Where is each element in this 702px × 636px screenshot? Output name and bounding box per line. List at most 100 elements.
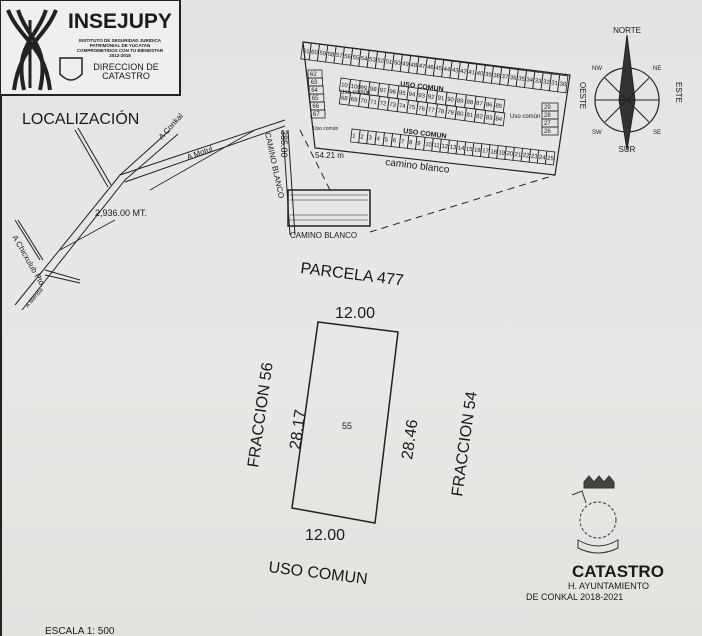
road-network (14, 119, 296, 311)
lot-number: 76 (418, 106, 426, 113)
lot-number: 12 (441, 144, 449, 151)
lot-number: 2 (360, 135, 365, 141)
uso-comun-area: Uso común (340, 90, 370, 96)
lot-number: 30 (559, 82, 567, 89)
width-label: 54.21 m (315, 151, 344, 160)
lot-number: 59 (319, 51, 327, 58)
institute-line: 2012-2018 (109, 53, 131, 58)
parcel-left-dimension: 28.17 (287, 408, 309, 450)
lot-number: 87 (476, 101, 484, 108)
lot-number: 38 (493, 73, 501, 80)
lot-number: 11 (433, 143, 441, 150)
lot-number: 35 (518, 76, 526, 83)
south-neighbor: USO COMUN (268, 559, 369, 588)
lot-number: 31 (551, 80, 559, 87)
lot-number: 16 (474, 147, 482, 154)
distance-label-2: 385.00 (279, 130, 289, 158)
lot-number: 1 (352, 134, 357, 140)
lot-number: 98 (370, 86, 378, 93)
right-column-lot: 28 (541, 110, 559, 120)
lot-number: 97 (379, 88, 387, 95)
compass-east: ESTE (674, 82, 683, 103)
east-neighbor: FRACCION 54 (449, 390, 481, 497)
middle-upper-lot: 85 (493, 98, 506, 114)
uso-comun-area: Uso común (510, 114, 540, 120)
institute-line: COMPROMETIDOS CON TU BIENESTAR (77, 48, 164, 53)
compass-ne: NE (653, 66, 661, 72)
lot-number: 73 (389, 102, 397, 109)
camino-blanco-label: CAMINO BLANCO (290, 231, 357, 240)
lot-number: 95 (398, 90, 406, 97)
lot-number: 27 (544, 121, 551, 127)
lot-number: 45 (435, 66, 443, 73)
lot-number: 99 (360, 85, 368, 92)
lot-number: 79 (447, 110, 455, 117)
lot-number: 58 (327, 52, 335, 59)
lot-number: 88 (466, 99, 474, 106)
lot-number: 77 (427, 107, 435, 114)
compass-sw: SW (592, 130, 602, 136)
lot-number: 19 (498, 150, 506, 157)
compass-nw: NW (592, 66, 602, 72)
lot-number: 62 (310, 72, 317, 78)
lot-number: 46 (427, 65, 435, 72)
lot-number: 83 (485, 115, 493, 122)
distance-label: 2,936.00 MT. (95, 208, 147, 218)
department-line: DIRECCION DE (93, 62, 159, 72)
lot-number: 21 (514, 152, 522, 159)
lot-number: 56 (344, 54, 352, 61)
lot-number: 55 (352, 55, 360, 62)
lot-number: 17 (482, 148, 490, 155)
parcel-lot-number: 55 (342, 421, 352, 431)
scale-label: ESCALA 1: 500 (45, 626, 115, 636)
west-neighbor: FRACCION 56 (245, 361, 277, 468)
lot-number: 5 (384, 137, 389, 143)
institute-line: PATRIMONIAL DE YUCATAN (90, 43, 151, 48)
lot-number: 80 (456, 111, 464, 118)
lot-number: 67 (313, 112, 320, 118)
shield-icon (59, 57, 83, 81)
lot-number: 60 (311, 50, 319, 57)
lot-number: 14 (457, 146, 465, 153)
lot-cell (541, 126, 559, 136)
lot-number: 84 (495, 116, 503, 123)
stamp-line1: H. AYUNTAMIENTO (568, 581, 649, 591)
parcel-title: PARCELA 477 (300, 260, 405, 290)
lot-number: 36 (509, 75, 517, 82)
lot-number: 81 (466, 112, 474, 119)
logo-text: INSEJUPY (68, 10, 172, 33)
lot-number: 18 (490, 149, 498, 156)
lot-number: 3 (368, 135, 373, 141)
lot-number: 82 (476, 114, 484, 121)
lot-number: 7 (401, 139, 406, 145)
lot-number: 6 (392, 138, 397, 144)
lot-number: 15 (465, 146, 473, 153)
lot-number: 69 (350, 97, 358, 104)
lot-number: 72 (379, 101, 387, 108)
lot-cell (557, 74, 569, 94)
lot-number: 33 (534, 78, 542, 85)
lot-number: 29 (544, 105, 551, 111)
lot-number: 91 (437, 96, 445, 103)
lot-number: 24 (539, 155, 547, 162)
lot-number: 64 (311, 88, 318, 94)
lot-number: 74 (398, 103, 406, 110)
lot-number: 52 (377, 58, 385, 65)
stamp-line2: DE CONKAL 2018-2021 (526, 592, 623, 602)
lot-number: 10 (425, 142, 433, 149)
lot-cell (310, 109, 326, 119)
lot-number: 66 (312, 104, 319, 110)
right-column-lot: 29 (541, 102, 559, 112)
lot-number: 70 (360, 98, 368, 105)
lot-number: 68 (341, 96, 349, 103)
lot-number: 13 (449, 145, 457, 152)
lot-number: 85 (495, 103, 503, 110)
lot-number: 34 (526, 77, 534, 84)
insejupy-logo-icon (6, 9, 58, 91)
left-column-lot: 63 (308, 77, 324, 87)
compass-se: SE (653, 130, 661, 136)
lot-number: 96 (389, 89, 397, 96)
compass-north: NORTE (613, 26, 641, 35)
